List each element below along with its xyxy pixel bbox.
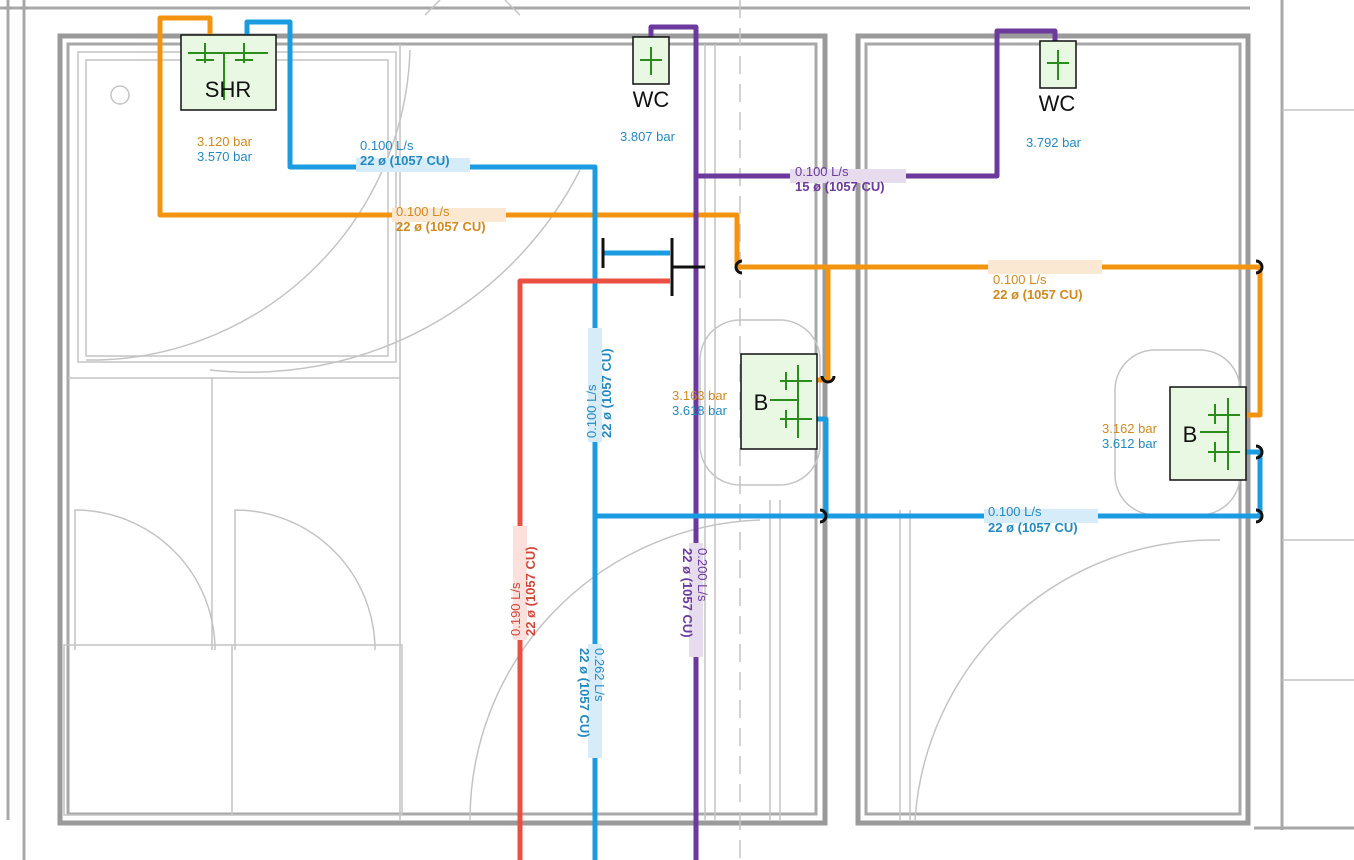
hot-right-flow: 0.100 L/s <box>993 272 1047 287</box>
basin1-hot-pressure: 3.163 bar <box>672 388 728 403</box>
wc2-pressure: 3.792 bar <box>1026 135 1082 150</box>
purple-pipe-wc1[interactable] <box>648 24 699 860</box>
purple-wc2-size: 15 ø (1057 CU) <box>795 179 885 194</box>
fixture-wc-2[interactable]: WC <box>1039 40 1077 116</box>
red-riser-flow: 0.190 L/s <box>508 582 523 636</box>
fixture-label: SHR <box>205 77 251 102</box>
fixture-label: B <box>754 390 769 415</box>
basin1-cold-pressure: 3.618 bar <box>672 403 728 418</box>
fixture-label: WC <box>633 87 670 112</box>
purple-wc2-flow: 0.100 L/s <box>795 164 849 179</box>
fixture-label: WC <box>1039 91 1076 116</box>
cold-riser-upper-size: 22 ø (1057 CU) <box>599 348 614 438</box>
fixture-shower[interactable]: SHR <box>180 34 277 111</box>
cold-shr-flow: 0.100 L/s <box>360 138 414 153</box>
hot-right-size: 22 ø (1057 CU) <box>993 287 1083 302</box>
red-riser[interactable] <box>517 278 670 860</box>
hot-shr-flow: 0.100 L/s <box>396 204 450 219</box>
fixture-label: B <box>1183 422 1198 447</box>
basin2-hot-pressure: 3.162 bar <box>1102 421 1158 436</box>
cold-shr-size: 22 ø (1057 CU) <box>360 153 450 168</box>
cold-pipe-right[interactable] <box>595 449 1263 519</box>
valve-fittings <box>601 238 705 296</box>
pipe-labels: 0.100 L/s 22 ø (1057 CU) 0.100 L/s 22 ø … <box>356 138 1102 758</box>
pipe-network <box>157 15 1264 860</box>
wc1-pressure: 3.807 bar <box>620 129 676 144</box>
cold-riser-upper-flow: 0.100 L/s <box>584 384 599 438</box>
cold-riser-lower-flow: 0.262 L/s <box>592 648 607 702</box>
purple-pipe-wc2[interactable] <box>696 28 1058 179</box>
hot-drop-basin1[interactable] <box>815 267 831 383</box>
purple-riser-flow: 0.200 L/s <box>695 548 710 602</box>
fixture-basin-1[interactable]: B <box>740 353 818 450</box>
hot-pipe-shr[interactable] <box>157 15 740 265</box>
shr-cold-pressure: 3.570 bar <box>197 149 253 164</box>
cold-pipe-shr[interactable] <box>244 19 598 860</box>
cold-right-flow: 0.100 L/s <box>988 504 1042 519</box>
pressure-labels: 3.120 bar 3.570 bar 3.807 bar 3.792 bar … <box>197 129 1158 451</box>
cold-right-size: 22 ø (1057 CU) <box>988 520 1078 535</box>
basin2-cold-pressure: 3.612 bar <box>1102 436 1158 451</box>
cold-riser-lower-size: 22 ø (1057 CU) <box>577 648 592 738</box>
fixture-wc-1[interactable]: WC <box>632 36 670 112</box>
red-riser-size: 22 ø (1057 CU) <box>523 546 538 636</box>
shr-hot-pressure: 3.120 bar <box>197 134 253 149</box>
purple-riser-size: 22 ø (1057 CU) <box>680 548 695 638</box>
hot-shr-size: 22 ø (1057 CU) <box>396 219 486 234</box>
fixture-basin-2[interactable]: B <box>1169 386 1247 481</box>
pipe-crossover-icons <box>734 259 1264 524</box>
